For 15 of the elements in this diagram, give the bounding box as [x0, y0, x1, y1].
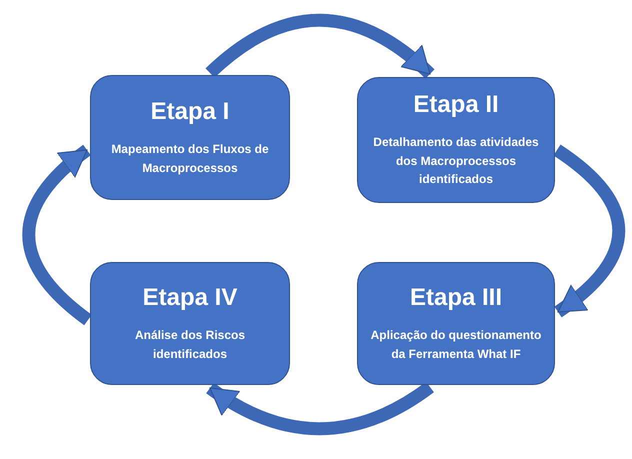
stage-box — [90, 75, 290, 200]
curved-arrow — [553, 144, 626, 318]
stage-title: Etapa III — [410, 284, 502, 312]
stage-box — [357, 77, 555, 203]
stage-title: Etapa II — [413, 91, 499, 120]
stage-description: Análise dos Riscos identificados — [134, 326, 246, 362]
stage-box — [357, 262, 555, 385]
stage-title: Etapa IV — [142, 284, 238, 312]
stage-box — [90, 262, 290, 385]
curved-arrow — [206, 14, 434, 79]
stage-title: Etapa I — [150, 98, 230, 126]
stage-description: Aplicação do questionamento da Ferramenta What IF — [370, 326, 542, 362]
stage-description: Mapeamento dos Fluxos de Macroprocessos — [110, 140, 270, 176]
stage-description: Detalhamento das atividades dos Macroprocessos identificados — [372, 134, 540, 188]
curved-arrow — [22, 144, 92, 326]
